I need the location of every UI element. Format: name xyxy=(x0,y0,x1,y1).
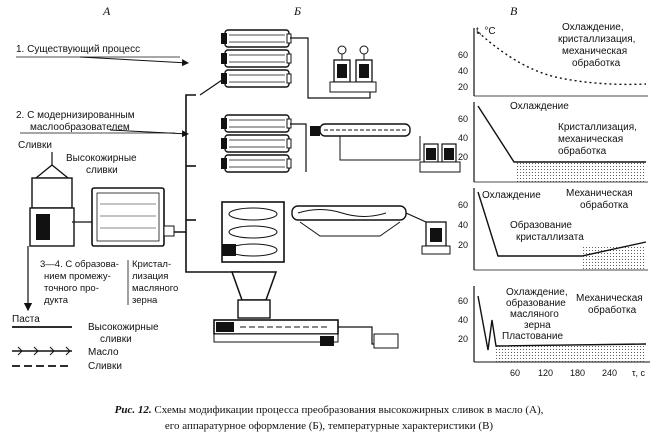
chart-4-a3: масляного xyxy=(510,309,559,320)
process-2-label: 2. С модернизированным xyxy=(16,110,135,121)
chart-4-a1: Охлаждение, xyxy=(506,287,568,298)
chart-1-y-40: 40 xyxy=(458,66,468,76)
process-34-label-2: нием промежу- xyxy=(44,271,111,282)
chart-4-mech-1: Механическая xyxy=(576,293,643,304)
caption-text-2: его аппаратурное оформление (Б), темпера… xyxy=(164,420,494,432)
scheme-4-apparatus xyxy=(213,271,399,349)
crystallization-label-2: лизация xyxy=(132,271,168,282)
chart-1-label-1: Охлаждение, xyxy=(562,22,624,33)
chart-4-curve xyxy=(477,295,647,351)
chart-3-mech-1: Механическая xyxy=(566,188,633,199)
process-1-arrow xyxy=(79,56,189,67)
packing-units-2 xyxy=(419,143,461,173)
chart-1: 60 40 20 Охлаждение, кристаллизация, мех… xyxy=(458,22,648,97)
modernized-butter-maker xyxy=(310,123,421,161)
chart-4-y-20: 20 xyxy=(458,334,468,344)
x-tick-60: 60 xyxy=(510,368,520,378)
crystallization-label-4: зерна xyxy=(132,295,158,306)
process-1-label: 1. Существующий процесс xyxy=(16,44,140,55)
chart-3-y-40: 40 xyxy=(458,220,468,230)
chart-4: 60 40 20 Охлаждение, образование масляно… xyxy=(458,286,650,378)
chart-2-y-60: 60 xyxy=(458,114,468,124)
chart-4-a4: зерна xyxy=(524,320,551,331)
x-axis-unit: τ, с xyxy=(632,368,646,378)
packing-units-1 xyxy=(329,45,377,93)
chart-3-y-20: 20 xyxy=(458,240,468,250)
chart-3-cooling: Охлаждение xyxy=(482,190,541,201)
process-2-arrow xyxy=(109,129,189,138)
chart-1-label-3: механическая xyxy=(562,46,627,57)
hf-cream-label-2: сливки xyxy=(86,165,118,176)
process-34-label-3: точного про- xyxy=(44,283,99,294)
process-34-label: 3—4. С образова- xyxy=(40,259,119,270)
chart-3-y-60: 60 xyxy=(458,200,468,210)
coolers-scheme-1 xyxy=(199,29,371,99)
chart-2-cryst-3: обработка xyxy=(558,145,607,157)
chart-4-mech-2: обработка xyxy=(588,304,637,316)
chart-4-plast: Пластование xyxy=(502,331,563,342)
chart-1-y-60: 60 xyxy=(458,50,468,60)
chart-1-label-2: кристаллизация, xyxy=(558,34,635,45)
legend-butter-ticks xyxy=(17,346,71,356)
chart-2-curve xyxy=(477,105,646,163)
chart-2-y-20: 20 xyxy=(458,152,468,162)
process-34-label-4: дукта xyxy=(44,295,69,306)
chart-4-y-40: 40 xyxy=(458,315,468,325)
chart-3: 60 40 20 Охлаждение Механическая обработ… xyxy=(458,188,648,271)
column-v-header: В xyxy=(510,4,518,18)
x-tick-240: 240 xyxy=(602,368,617,378)
coolers-scheme-2 xyxy=(220,114,307,173)
legend-butter: Масло xyxy=(88,347,119,358)
legend-hf-cream: Высокожирные xyxy=(88,322,159,333)
hf-cream-tank xyxy=(91,187,175,247)
packing-unit-3 xyxy=(421,221,451,255)
x-tick-120: 120 xyxy=(538,368,553,378)
chart-2-hatched-area xyxy=(516,162,646,182)
separator-apparatus xyxy=(29,152,75,247)
chart-4-hatched-area xyxy=(496,346,646,362)
paste-label: Паста xyxy=(12,314,40,325)
chart-1-curve xyxy=(477,31,647,86)
process-scheme: А Б В 1. Существующий процесс 2. С модер… xyxy=(12,4,650,378)
chart-2-cryst-2: механическая xyxy=(558,134,623,145)
legend-hf-cream-2: сливки xyxy=(100,334,132,345)
chart-4-y-60: 60 xyxy=(458,296,468,306)
crystallization-label: Кристал- xyxy=(132,259,171,270)
hf-cream-label: Высокожирные xyxy=(66,153,137,164)
y-axis-unit: t, °С xyxy=(476,26,496,37)
column-b-header: Б xyxy=(293,4,301,18)
chart-3-form-1: Образование xyxy=(510,219,572,231)
chart-3-mech-2: обработка xyxy=(580,199,629,211)
chart-3-hatched-area xyxy=(582,246,646,270)
legend-cream: Сливки xyxy=(88,361,122,372)
chart-2-cooling: Охлаждение xyxy=(510,101,569,112)
chart-2-y-40: 40 xyxy=(458,133,468,143)
legend: Высокожирные сливки Масло Сливки xyxy=(12,322,159,372)
chart-4-a2: образование xyxy=(506,297,566,309)
caption-figure-label: Рис. 12. xyxy=(114,404,152,416)
chart-2: 60 40 20 Охлаждение Кристаллизация, меха… xyxy=(458,101,648,183)
chart-3-form-2: кристаллизата xyxy=(516,232,584,243)
crystallizer xyxy=(291,205,427,237)
caption-text-1: Схемы модификации процесса преобразовани… xyxy=(154,404,544,416)
figure-caption: Рис. 12. Схемы модификации процесса прео… xyxy=(0,402,658,434)
chart-2-cryst-1: Кристаллизация, xyxy=(558,122,637,133)
process-2-label-2: маслообразователем xyxy=(30,121,130,133)
crystallization-label-3: масляного xyxy=(132,283,178,294)
caption-line-1: Рис. 12. Схемы модификации процесса прео… xyxy=(0,402,658,418)
scheme-3-apparatus xyxy=(221,201,285,263)
chart-3-curve xyxy=(477,191,647,257)
cream-input-label: Сливки xyxy=(18,140,52,151)
x-tick-180: 180 xyxy=(570,368,585,378)
chart-1-y-20: 20 xyxy=(458,82,468,92)
column-a-header: А xyxy=(102,4,111,18)
chart-1-label-4: обработка xyxy=(572,57,621,69)
distribution-pipeline xyxy=(174,94,240,273)
